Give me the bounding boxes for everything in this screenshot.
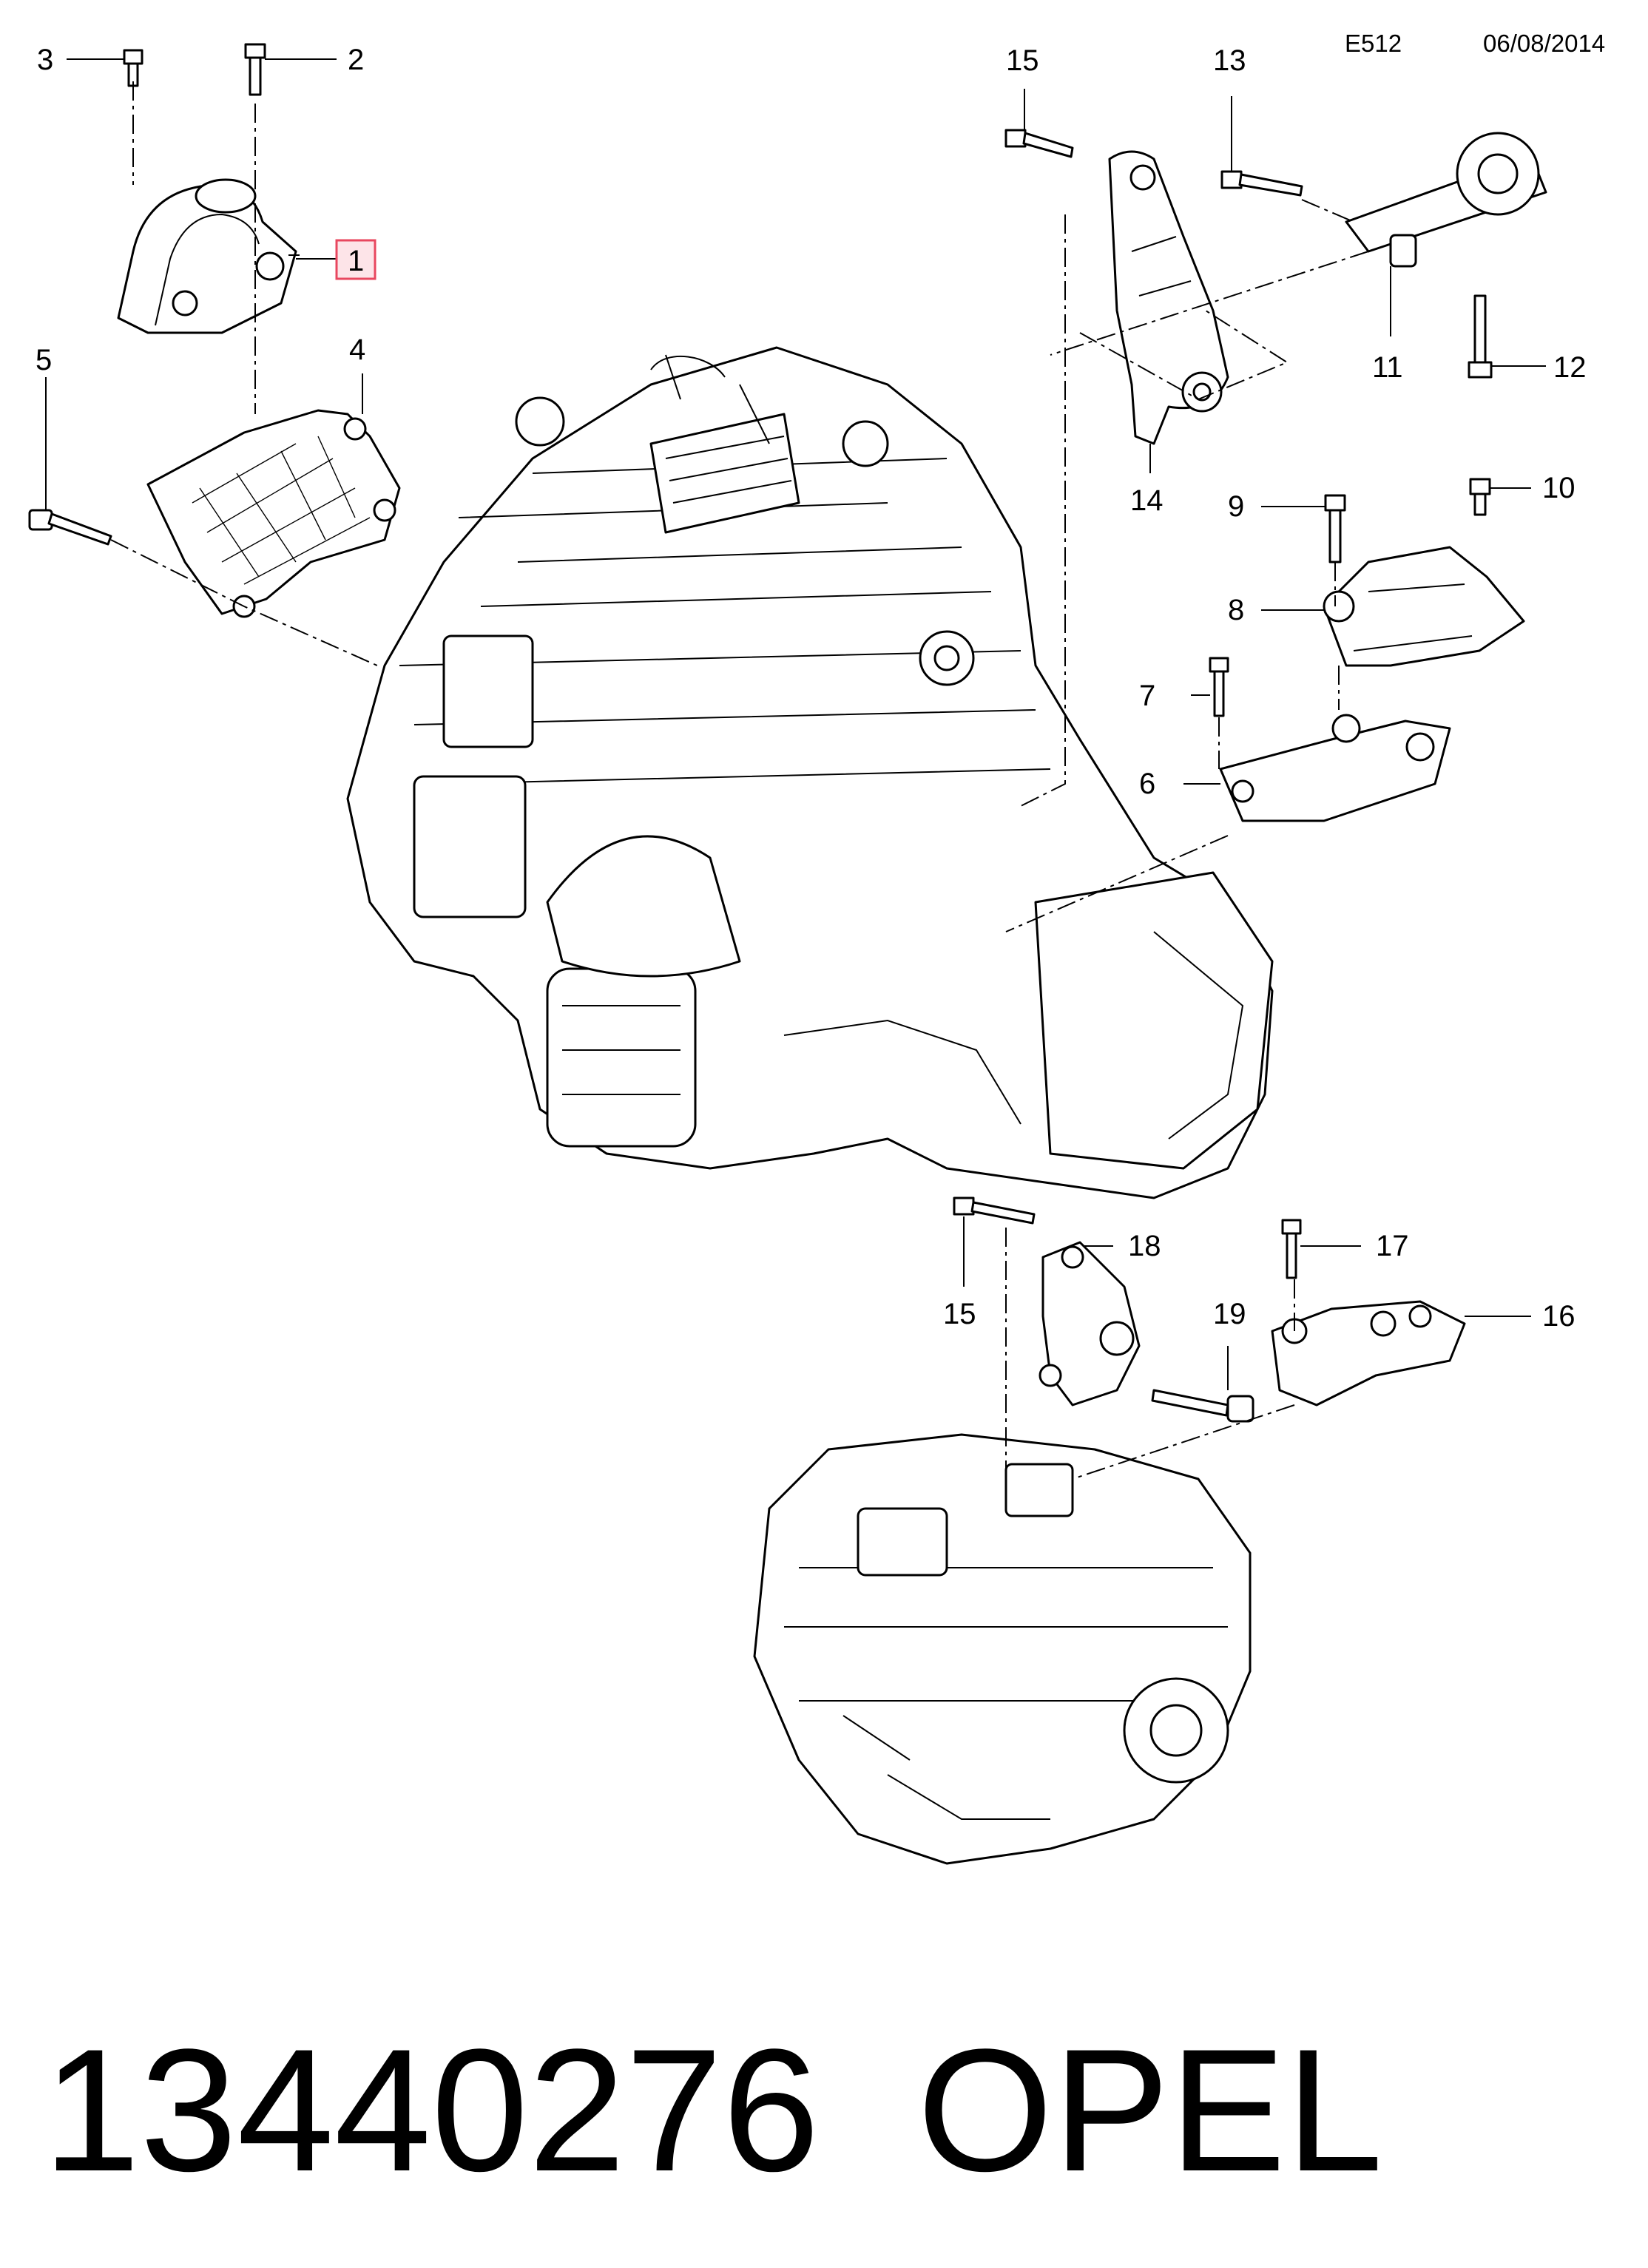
callout-13[interactable]: 13 xyxy=(1213,44,1246,77)
callout-leaders xyxy=(45,58,1546,1390)
callout-9[interactable]: 9 xyxy=(1228,490,1244,523)
bracket-part-14-drawing xyxy=(1108,150,1229,445)
brand-name: OPEL xyxy=(917,2013,1383,2208)
bolt-part-17-drawing xyxy=(1281,1219,1302,1279)
callout-6[interactable]: 6 xyxy=(1139,768,1155,800)
transmission-drawing xyxy=(753,1433,1252,1865)
callout-12[interactable]: 12 xyxy=(1553,351,1587,384)
callout-7[interactable]: 7 xyxy=(1139,680,1155,712)
callout-10[interactable]: 10 xyxy=(1542,472,1576,504)
callout-15-top[interactable]: 15 xyxy=(1006,44,1039,77)
bolt-part-12-drawing xyxy=(1468,294,1493,379)
bracket-part-16-drawing xyxy=(1271,1300,1466,1407)
callout-1-highlight-box xyxy=(335,239,376,280)
diagram-date: 06/08/2014 xyxy=(1483,30,1605,57)
callout-3[interactable]: 3 xyxy=(37,44,53,76)
bolt-part-10-drawing xyxy=(1469,478,1491,516)
bracket-part-18-drawing xyxy=(1039,1241,1141,1407)
engine-assembly-drawing xyxy=(346,346,1274,1199)
bolt-part-3-drawing xyxy=(123,49,143,87)
callout-1[interactable]: 1 xyxy=(348,245,364,277)
bolt-part-13-drawing xyxy=(1220,170,1303,197)
torque-rod-part-13-drawing xyxy=(1345,132,1547,268)
callout-14[interactable]: 14 xyxy=(1130,484,1164,517)
mount-part-1-drawing xyxy=(117,178,300,334)
callout-16[interactable]: 16 xyxy=(1542,1300,1576,1333)
bracket-part-6-drawing xyxy=(1219,714,1451,822)
callout-labels: 1 2 3 4 5 6 7 8 9 10 11 12 13 14 15 15 1… xyxy=(36,44,1587,1333)
bolt-part-5-drawing xyxy=(28,509,112,546)
callout-18[interactable]: 18 xyxy=(1128,1230,1161,1262)
callout-15-bottom[interactable]: 15 xyxy=(943,1298,976,1330)
bolt-part-19-drawing xyxy=(1151,1389,1254,1423)
bolt-part-2-drawing xyxy=(244,43,266,96)
diagram-code: E512 xyxy=(1345,30,1402,57)
bolt-part-7-drawing xyxy=(1209,657,1229,717)
assembly-lines xyxy=(110,81,1369,1509)
callout-5[interactable]: 5 xyxy=(36,344,52,376)
callout-8[interactable]: 8 xyxy=(1228,594,1244,626)
bolt-part-9-drawing xyxy=(1324,494,1346,563)
callout-17[interactable]: 17 xyxy=(1376,1230,1409,1262)
bracket-part-4-drawing xyxy=(146,409,401,618)
callout-11[interactable]: 11 xyxy=(1372,351,1403,384)
part-number: 13440276 xyxy=(43,2013,820,2208)
bolt-part-15-top-drawing xyxy=(1004,129,1074,158)
mount-part-8-drawing xyxy=(1323,546,1525,667)
bolt-part-15-bottom-drawing xyxy=(953,1196,1036,1225)
callout-4[interactable]: 4 xyxy=(349,334,365,366)
callout-19[interactable]: 19 xyxy=(1213,1298,1246,1330)
callout-2[interactable]: 2 xyxy=(348,44,364,76)
